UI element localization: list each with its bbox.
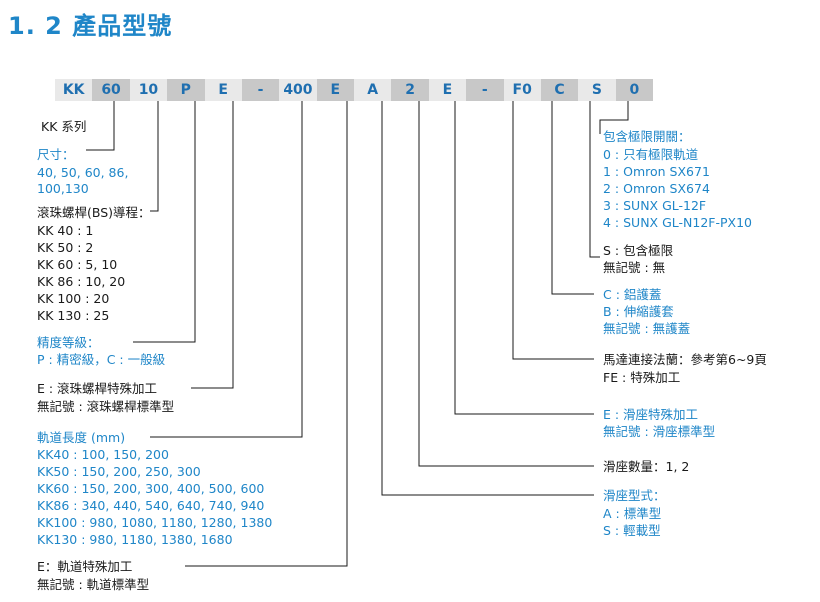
limit-switch-option: 2 : Omron SX674 [603,181,710,196]
code-cell-slider-type: A [354,79,392,101]
rail-special-label: E：軌道特殊加工 [37,559,133,574]
code-cell-bs-special: E [204,79,242,101]
cover-none: 無記號 : 無護蓋 [603,321,691,336]
series-label: KK 系列 [41,119,87,134]
leader-line-slider-type [381,101,594,496]
lead-value: KK 50 : 2 [37,240,94,255]
lead-heading: 滾珠螺桿(BS)導程： [37,205,151,220]
code-cell-slider-special: E [428,79,467,101]
motor-flange-label: 馬達連接法蘭：參考第6~9頁 [603,352,767,367]
leader-line-slider-special [454,101,594,415]
accuracy-heading: 精度等級： [37,335,100,350]
code-cell-series: KK [55,79,93,101]
lead-value: KK 130 : 25 [37,308,110,323]
leader-line-bs-special [191,101,234,389]
slider-type-heading: 滑座型式： [603,488,666,503]
code-cell-slider-count: 2 [391,79,429,101]
rail-length-value: KK100 : 980, 1080, 1180, 1280, 1380 [37,515,273,530]
leader-line-limit-switch [599,101,629,134]
sensor-option: S : 包含極限 [603,243,674,258]
motor-flange-special: FE : 特殊加工 [603,370,681,385]
rail-length-value: KK50 : 150, 200, 250, 300 [37,464,201,479]
leader-line-cover [551,101,594,295]
leader-line-rail-length [150,101,303,438]
slider-count-label: 滑座數量：1, 2 [603,459,690,474]
slider-type-option: A : 標準型 [603,506,662,521]
leader-line-sensor [589,101,600,258]
code-cell-lead: 10 [129,79,168,101]
leader-line-accuracy [133,101,196,343]
size-values: 100,130 [37,181,89,196]
leader-line-size [86,101,115,151]
accuracy-values: P : 精密級，C : 一般級 [37,352,166,367]
leader-line-rail-special [185,101,348,567]
code-cell-accuracy: P [167,79,205,101]
code-cell-rail-length: 400 [279,79,317,101]
lead-value: KK 40 : 1 [37,223,94,238]
lead-value: KK 86 : 10, 20 [37,274,126,289]
slider-type-option: S : 輕載型 [603,523,661,538]
rail-standard-label: 無記號 : 軌道標準型 [37,577,150,592]
cover-option: C : 鋁護蓋 [603,287,662,302]
bs-special-label: E : 滾珠螺桿特殊加工 [37,381,158,396]
code-cell-motor-flange: F0 [503,79,541,101]
leader-line-lead [150,101,159,212]
code-cell-cover: C [540,79,579,101]
cover-option: B : 伸縮護套 [603,304,674,319]
limit-switch-option: 3 : SUNX GL-12F [603,198,707,213]
page-title: 1. 2 產品型號 [8,12,173,40]
lead-value: KK 60 : 5, 10 [37,257,118,272]
rail-length-value: KK40 : 100, 150, 200 [37,447,169,462]
rail-length-value: KK86 : 340, 440, 540, 640, 740, 940 [37,498,265,513]
code-cell-sensor: S [578,79,616,101]
model-code-bar: KK 60 10 P E - 400 E A 2 E - F0 C S 0 [55,79,653,101]
size-heading: 尺寸： [37,147,75,162]
code-cell-limit-switch: 0 [615,79,653,101]
rail-length-heading: 軌道長度 (mm) [37,430,126,445]
limit-switch-option: 1 : Omron SX671 [603,164,710,179]
bs-standard-label: 無記號 : 滾珠螺桿標準型 [37,399,175,414]
lead-value: KK 100 : 20 [37,291,110,306]
limit-switch-heading: 包含極限開關： [603,129,691,144]
rail-length-value: KK130 : 980, 1180, 1380, 1680 [37,532,233,547]
leader-line-slider-count [418,101,594,467]
limit-switch-option: 0 : 只有極限軌道 [603,147,699,162]
slider-standard-label: 無記號 : 滑座標準型 [603,424,716,439]
leader-line-motor-flange [512,101,594,360]
size-values: 40, 50, 60, 86, [37,165,129,180]
slider-special-label: E : 滑座特殊加工 [603,407,699,422]
rail-length-value: KK60 : 150, 200, 300, 400, 500, 600 [37,481,265,496]
sensor-none: 無記號 : 無 [603,260,666,275]
code-cell-rail-special: E [316,79,354,101]
code-cell-dash: - [241,79,280,101]
code-cell-size: 60 [92,79,130,101]
limit-switch-option: 4 : SUNX GL-N12F-PX10 [603,215,752,230]
code-cell-dash: - [466,79,504,101]
